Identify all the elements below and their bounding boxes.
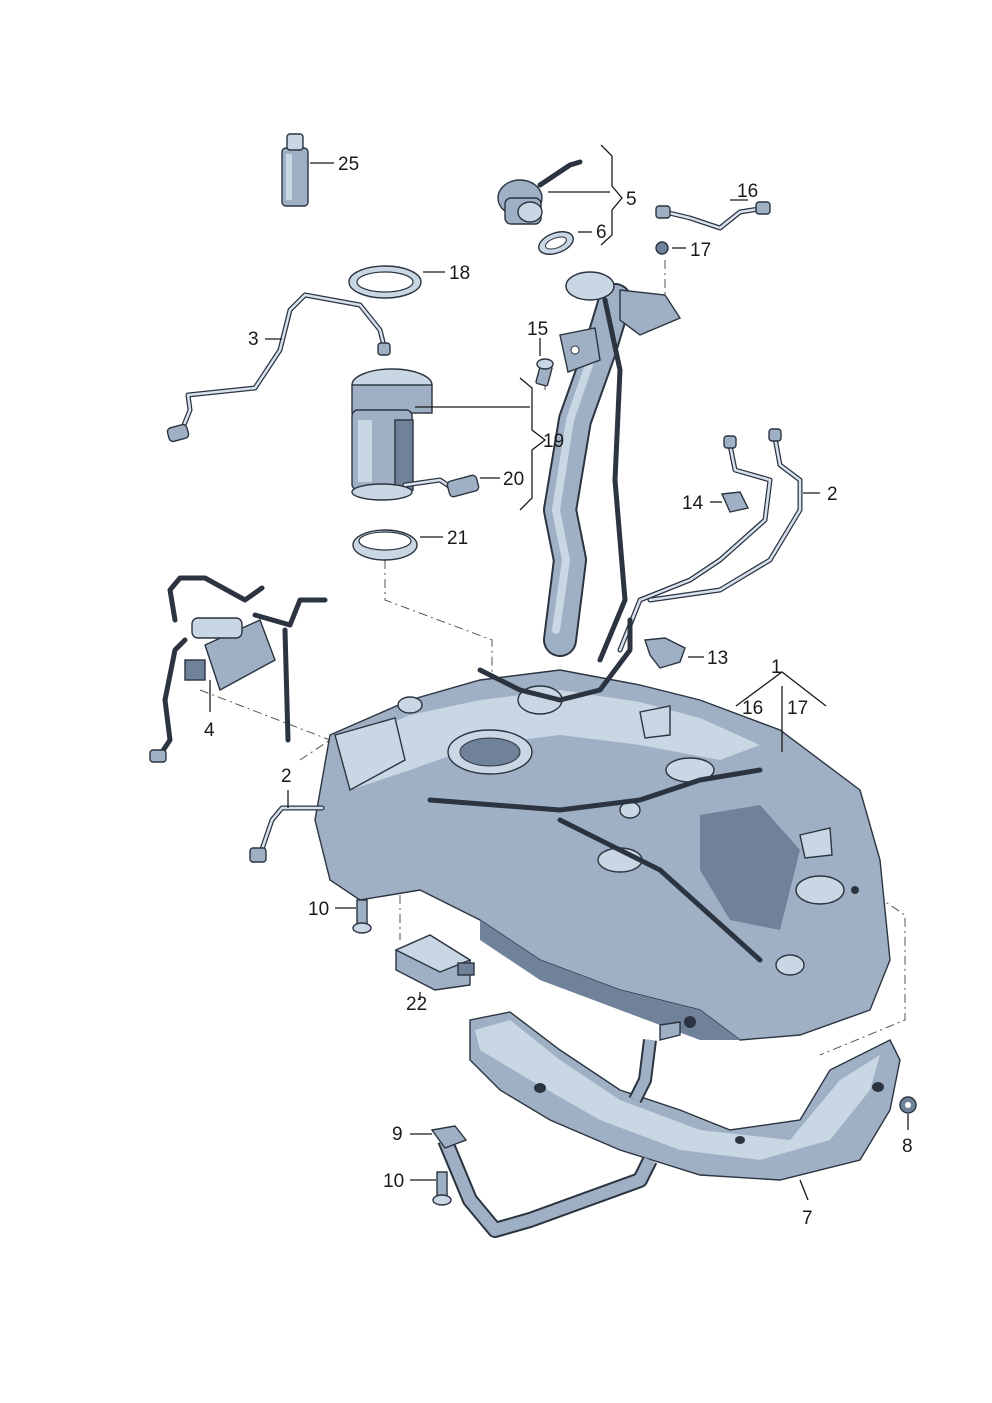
- part-14-clip: [710, 491, 750, 513]
- label-6: 6: [596, 222, 607, 243]
- label-2-left: 2: [281, 766, 292, 787]
- part-16-vent-hose: [655, 199, 771, 231]
- label-18: 18: [449, 263, 470, 284]
- label-14: 14: [682, 493, 704, 514]
- part-10-bolt-left: [335, 899, 372, 934]
- label-25: 25: [338, 154, 359, 175]
- label-4: 4: [204, 720, 215, 741]
- label-21: 21: [447, 528, 468, 549]
- label-20: 20: [503, 469, 524, 490]
- label-22: 22: [406, 994, 427, 1015]
- part-6-gasket: [538, 231, 592, 255]
- part-18-locking-ring: [348, 265, 445, 299]
- part-4-valve-unit: [149, 575, 328, 763]
- part-20-sender-cable: [402, 474, 500, 498]
- label-17: 17: [690, 240, 711, 261]
- filler-neck: [543, 271, 682, 663]
- label-5: 5: [626, 189, 637, 210]
- part-5-filler-cap: [497, 144, 623, 246]
- part-3-fuel-line: [166, 292, 391, 443]
- part-25-bottle: [281, 133, 334, 207]
- part-9-strap-bracket: [410, 1125, 468, 1149]
- label-9: 9: [392, 1124, 403, 1145]
- label-8: 8: [902, 1136, 913, 1157]
- part-15-bolt: [535, 338, 554, 387]
- label-10-left: 10: [308, 899, 329, 920]
- part-21-seal-ring: [352, 529, 443, 561]
- label-19: 19: [543, 431, 564, 452]
- part-2-fuel-lines-top: [617, 428, 820, 653]
- label-1-sub-16: 16: [742, 698, 763, 719]
- label-7: 7: [802, 1208, 813, 1229]
- tank-strap: [437, 1021, 681, 1238]
- label-10-bottom: 10: [383, 1171, 404, 1192]
- part-13-bracket: [644, 637, 704, 669]
- label-1-sub-17: 17: [787, 698, 808, 719]
- part-17-grommet: [655, 241, 686, 255]
- part-8-nut: [899, 1096, 917, 1130]
- label-15: 15: [527, 319, 548, 340]
- label-1: 1: [771, 657, 782, 678]
- part-1-fuel-tank: [314, 617, 891, 1041]
- part-7-heat-shield: [469, 1011, 901, 1201]
- label-13: 13: [707, 648, 728, 669]
- part-22-control-unit: [394, 934, 475, 1000]
- part-number-labels: 1 16 17 2 2 3 4 5 6 7 8 9 10 10 13 14 15…: [204, 154, 913, 1229]
- label-16: 16: [737, 181, 758, 202]
- part-10-bolt-bottom: [410, 1171, 452, 1206]
- label-2-top: 2: [827, 484, 838, 505]
- part-2-fuel-line-left: [249, 790, 325, 863]
- label-3: 3: [248, 329, 259, 350]
- part-19-fuel-pump-module: [351, 368, 547, 511]
